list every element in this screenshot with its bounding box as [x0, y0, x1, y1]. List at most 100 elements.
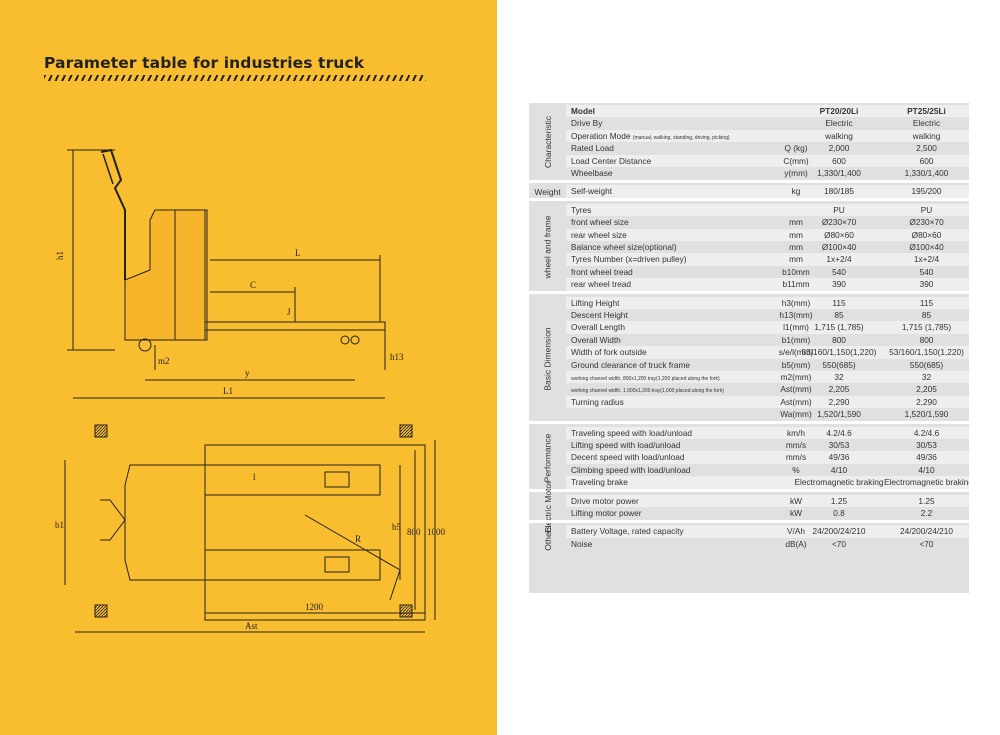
param-name: Turning radius	[571, 396, 624, 407]
value-model-2: 24/200/24/210	[899, 526, 954, 537]
param-name: Drive motor power	[571, 495, 639, 506]
value-model-1: 600	[832, 155, 846, 166]
value-model-2: 32	[921, 372, 932, 382]
param-unit: b11mm	[782, 279, 810, 290]
section-name: Performance	[542, 433, 553, 482]
param-unit: mm	[789, 242, 803, 252]
param-unit: mm/s	[785, 440, 807, 450]
param-label: Noise	[571, 538, 781, 550]
param-unit: h3(mm)	[781, 297, 811, 308]
label-L1: L1	[223, 386, 233, 396]
param-name: Lifting Height	[571, 297, 620, 308]
section-divider	[529, 421, 969, 425]
value-model-2: Ø80×60	[911, 229, 942, 240]
section-label: Electric Motor	[529, 481, 566, 533]
param-label: working channel width, 800x1,200 tray(1,…	[571, 371, 781, 385]
param-label: Drive motor power	[571, 495, 781, 507]
param-unit: mm	[789, 217, 803, 228]
label-l: l	[253, 472, 256, 482]
param-label: Overall Length	[571, 321, 781, 333]
param-label: Traveling brake	[571, 476, 781, 488]
value-model-1: 1x+2/4	[826, 254, 852, 265]
value-model-2: 390	[919, 279, 934, 290]
label-h1: h1	[55, 251, 65, 260]
label-L: L	[295, 248, 301, 258]
label-h13: h13	[390, 352, 404, 362]
left-panel: Parameter table for industries truck	[0, 0, 497, 735]
param-unit: y(mm)	[784, 168, 808, 178]
param-unit: kW	[790, 508, 802, 518]
value-model-1: 1,715 (1,785)	[814, 322, 864, 333]
value-model-1: 115	[832, 297, 846, 308]
value-model-2: walking	[912, 130, 941, 141]
param-unit: Ast(mm)	[780, 396, 812, 407]
value-model-2: 1x+2/4	[913, 254, 940, 265]
value-model-1: 32	[834, 372, 844, 382]
value-model-2: 600	[919, 155, 934, 166]
param-label: Balance wheel size(optional)	[571, 241, 781, 253]
table-row: Wheelbase y(mm) 1,330/1,400 1,330/1,400	[566, 167, 969, 179]
value-model-2: 1,330/1,400	[904, 168, 949, 178]
param-name: Self-weight	[571, 186, 613, 197]
value-model-1: PT20/20Li	[819, 106, 859, 116]
value-model-1: 53/160/1,150(1,220)	[801, 347, 877, 358]
param-name: Lifting motor power	[571, 508, 642, 518]
value-model-1: 550(685)	[822, 359, 856, 370]
value-model-2: PT25/25Li	[907, 106, 946, 116]
value-model-1: walking	[825, 130, 853, 141]
value-model-2: 800	[919, 334, 934, 345]
value-model-2: 30/53	[916, 440, 937, 450]
param-label: Turning radius	[571, 396, 781, 408]
param-unit: kW	[790, 495, 802, 506]
param-name: Rated Load	[571, 143, 614, 154]
value-model-1: 800	[832, 334, 846, 345]
param-name: Overall Width	[571, 334, 621, 345]
param-name: Ground clearance of truck frame	[571, 359, 690, 370]
value-model-1: 49/36	[828, 452, 850, 463]
section-name: wheel and frame	[542, 215, 553, 279]
param-name: Load Center Distance	[571, 155, 652, 166]
value-model-2: 2.2	[920, 508, 933, 518]
value-model-2: <70	[919, 538, 934, 549]
value-model-1: Ø80×60	[824, 229, 854, 240]
value-model-1: 180/185	[824, 186, 854, 197]
param-name: Decent speed with load/unload	[571, 452, 685, 463]
param-unit: Ast(mm)	[780, 384, 812, 395]
value-model-1: 2,205	[828, 384, 850, 395]
title-underline	[44, 75, 426, 81]
label-b1: b1	[55, 520, 64, 530]
value-model-2: 85	[921, 310, 932, 320]
value-model-1: 24/200/24/210	[812, 526, 866, 537]
param-name: Tyres Number (x=driven pulley)	[571, 254, 687, 265]
param-label: Operation Mode (manual, walking, standin…	[571, 130, 781, 144]
value-model-2: 1.25	[918, 495, 935, 506]
param-label: Lifting Height	[571, 297, 781, 309]
value-model-1: 1,330/1,400	[817, 168, 861, 178]
param-name: front wheel size	[571, 217, 629, 228]
value-model-1: 85	[834, 310, 844, 320]
param-unit: b5(mm)	[781, 359, 811, 370]
param-name: Battery Voltage, rated capacity	[571, 526, 684, 537]
param-name: Climbing speed with load/unload	[571, 464, 691, 475]
param-unit: mm/s	[785, 452, 807, 463]
param-unit: %	[792, 464, 800, 475]
param-unit: b1(mm)	[781, 334, 811, 345]
value-model-1: 390	[832, 279, 846, 290]
param-name: Wheelbase	[571, 168, 613, 178]
section-label: wheel and frame	[529, 204, 566, 291]
param-label: Lifting speed with load/unload	[571, 439, 781, 451]
